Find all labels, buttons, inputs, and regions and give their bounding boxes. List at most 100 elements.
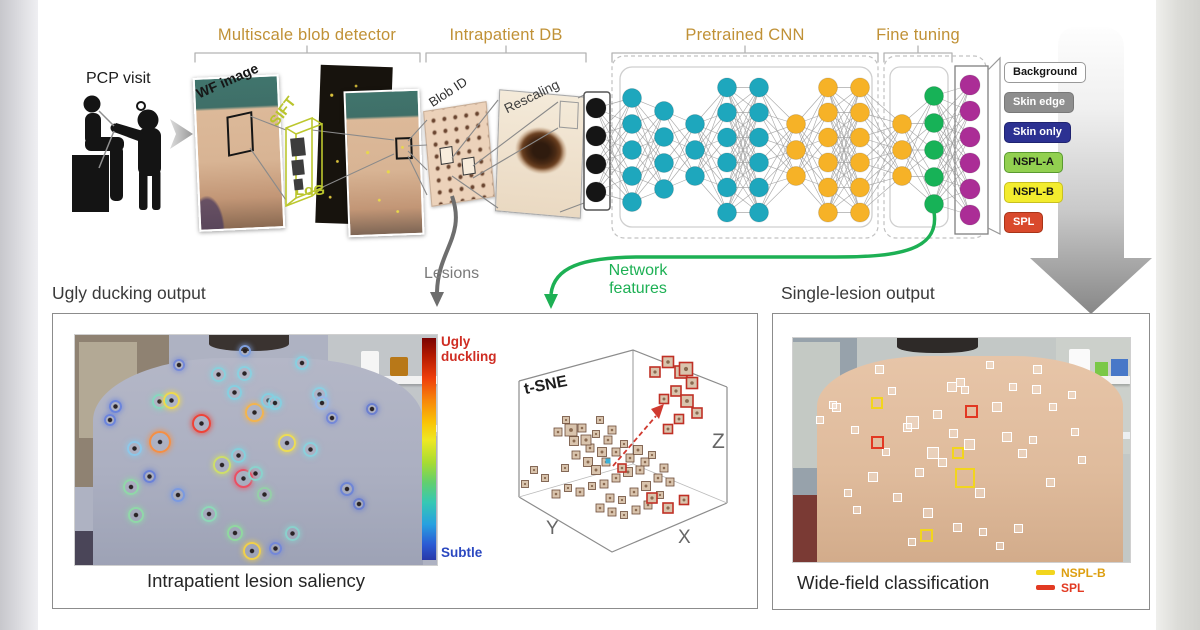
- lesion-saliency-marker: [237, 366, 253, 382]
- patch-outline: [226, 111, 254, 157]
- lesion-saliency-marker: [226, 524, 243, 541]
- nspl-b-box: [919, 528, 933, 542]
- network-edge: [758, 149, 797, 213]
- lesion-box: [1068, 391, 1077, 400]
- network-edge: [795, 137, 829, 151]
- lesion-box: [851, 425, 859, 434]
- network-edge: [827, 137, 861, 188]
- patient-head: [83, 95, 101, 113]
- lesion-box: [853, 506, 862, 515]
- network-edge: [901, 175, 935, 205]
- doctor-head: [137, 109, 159, 131]
- network-edge: [827, 137, 861, 213]
- network-edge: [859, 87, 903, 177]
- seat-box: [72, 155, 109, 212]
- lesion-box: [975, 487, 986, 498]
- tsne-x-axis-label: X: [678, 527, 691, 548]
- network-edge: [663, 136, 696, 177]
- lesions-arrow-label: Lesions: [424, 265, 480, 282]
- blob-highlight-box: [461, 156, 476, 176]
- network-edge: [827, 87, 861, 163]
- network-edge: [694, 87, 728, 151]
- lesion-box: [986, 360, 995, 369]
- network-node: [924, 86, 944, 106]
- network-edge: [795, 162, 829, 177]
- tsne-y-axis-label: Y: [546, 518, 559, 539]
- network-edge: [631, 97, 665, 112]
- network-edge: [758, 123, 797, 138]
- lesion-box: [991, 402, 1002, 413]
- network-edge: [758, 87, 797, 177]
- stage-bracket: [883, 45, 953, 63]
- network-edge: [631, 110, 665, 203]
- network-edge: [827, 187, 861, 213]
- network-edge: [694, 149, 728, 163]
- lesion-box: [964, 438, 976, 450]
- legend-label: SPL: [1061, 580, 1085, 595]
- network-edge: [595, 107, 633, 151]
- left-gutter: [0, 0, 38, 630]
- classification-photo: [793, 338, 1130, 562]
- stage-header: Intrapatient DB: [449, 26, 563, 44]
- network-edge: [901, 122, 935, 151]
- lesion-saliency-marker: [242, 541, 261, 560]
- lesion-box: [1009, 383, 1018, 392]
- stage-header: Multiscale blob detector: [217, 26, 397, 44]
- network-edge: [827, 137, 861, 163]
- lesion-box: [1045, 477, 1055, 487]
- class-pill: Skin only: [1004, 122, 1071, 143]
- network-edge: [726, 87, 760, 138]
- lesion-box: [948, 428, 958, 438]
- lesion-saliency-marker: [295, 356, 310, 371]
- bottle: [389, 356, 409, 377]
- spl-box: [965, 405, 979, 419]
- network-node: [622, 114, 642, 134]
- network-edge: [827, 87, 861, 138]
- lesions-arrowhead: [430, 292, 444, 307]
- network-edge: [901, 123, 935, 178]
- network-node: [850, 152, 870, 173]
- network-edge: [726, 87, 760, 188]
- network-edge: [933, 122, 971, 138]
- network-edge: [795, 149, 829, 163]
- saliency-colorbar: [422, 338, 436, 560]
- lesion-box: [1078, 456, 1087, 465]
- network-node: [585, 97, 607, 119]
- network-edge: [631, 136, 665, 151]
- network-edge: [595, 191, 633, 203]
- network-edge: [859, 162, 903, 177]
- network-node: [749, 102, 769, 123]
- network-edge: [726, 87, 760, 213]
- network-edge: [827, 87, 861, 188]
- network-edge: [726, 87, 760, 113]
- lesion-saliency-marker: [340, 481, 355, 496]
- nspl-b-box: [954, 468, 975, 488]
- network-edge: [726, 87, 760, 113]
- network-edge: [758, 87, 797, 125]
- network-edge: [631, 97, 665, 190]
- network-edge: [827, 87, 861, 113]
- network-edge: [595, 163, 633, 203]
- lesion-box: [906, 415, 920, 429]
- network-edge: [795, 112, 829, 125]
- network-edge: [827, 162, 861, 213]
- network-edge: [827, 187, 861, 213]
- network-edge: [901, 149, 935, 178]
- network-node: [818, 102, 838, 123]
- pcp-visit-label: PCP visit: [86, 70, 151, 87]
- network-edge: [631, 149, 665, 164]
- network-edge: [726, 162, 760, 213]
- network-edge: [726, 187, 760, 213]
- lesion-box: [1001, 431, 1012, 442]
- network-edge: [726, 137, 760, 163]
- network-edge: [726, 187, 760, 213]
- network-edge: [827, 162, 861, 213]
- network-edge: [663, 123, 696, 190]
- network-edge: [827, 137, 861, 188]
- lesion-box: [892, 492, 902, 502]
- lesion-saliency-marker: [211, 367, 227, 383]
- network-edge: [663, 149, 696, 164]
- network-edge: [933, 176, 971, 216]
- network-edge: [901, 95, 935, 151]
- network-edge: [758, 175, 797, 213]
